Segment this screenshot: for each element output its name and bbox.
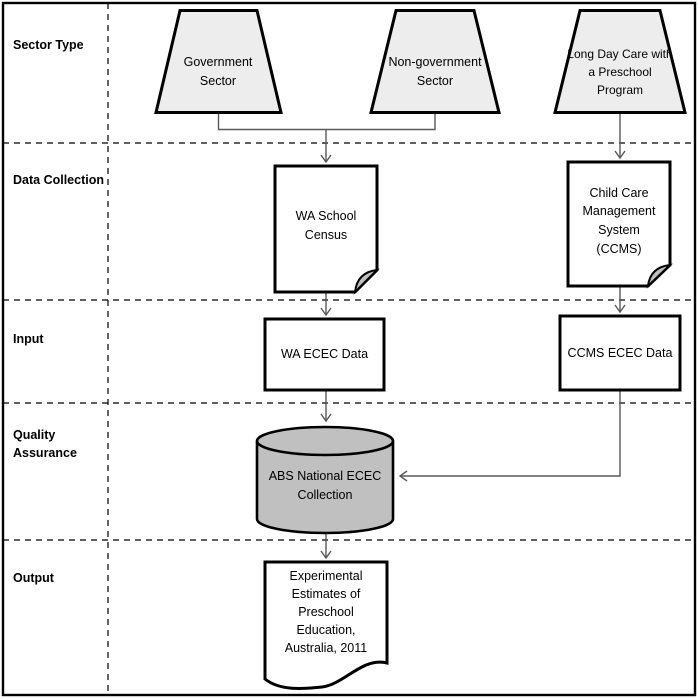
document-wa-school-census-fold xyxy=(353,268,380,295)
cylinder-abs-collection-top xyxy=(255,425,395,457)
document-experimental-estimates xyxy=(263,560,389,691)
node-label-wa-school-census: WA School Census xyxy=(295,209,357,242)
trapezoid-government-sector xyxy=(154,9,283,114)
node-label-wa-ecec-data: WA ECEC Data xyxy=(280,347,369,362)
row-label-data-collection: Data Collection xyxy=(13,173,104,187)
node-label-experimental-estimates: Experimental Estimates of Preschool Educ… xyxy=(284,568,368,656)
trapezoid-non-government-sector xyxy=(369,9,501,114)
row-label-input: Input xyxy=(13,332,44,346)
node-label-government-sector: Government Sector xyxy=(183,55,253,88)
row-label-sector-type: Sector Type xyxy=(13,38,84,52)
rect-ccms-ecec-data xyxy=(558,314,682,392)
node-label-long-day-care: Long Day Care with a Preschool Program xyxy=(567,47,673,97)
node-label-non-government-sector: Non-government Sector xyxy=(388,55,482,88)
node-label-ccms-ecec-data: CCMS ECEC Data xyxy=(567,345,673,360)
arrow-ccms-data-to-collection xyxy=(398,390,621,482)
node-label-abs-collection: ABS National ECEC Collection xyxy=(268,469,382,502)
row-label-quality-assurance: Quality Assurance xyxy=(13,428,77,460)
document-ccms-fold xyxy=(646,263,673,289)
row-label-output: Output xyxy=(13,571,54,585)
cylinder-abs-collection-body xyxy=(255,441,395,535)
trapezoid-long-day-care xyxy=(553,9,687,114)
node-label-ccms: Child Care Management System (CCMS) xyxy=(582,185,656,256)
connector-sector-merge xyxy=(217,113,436,131)
rect-wa-ecec-data xyxy=(263,317,386,392)
